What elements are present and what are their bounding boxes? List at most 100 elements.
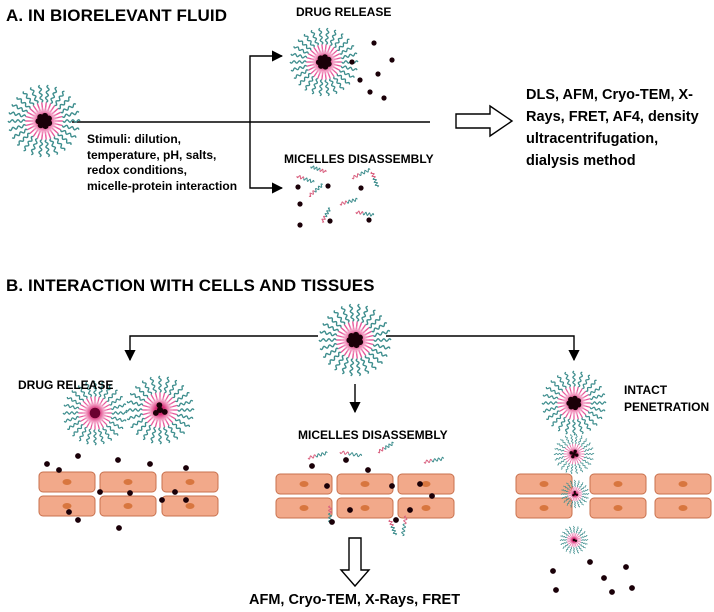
section-a-arrows xyxy=(72,50,430,194)
drug-molecule-icon xyxy=(347,507,353,513)
drug-molecule-icon xyxy=(44,461,50,467)
drug-molecule-icon xyxy=(295,184,301,190)
stimuli-list: Stimuli: dilution, temperature, pH, salt… xyxy=(87,132,237,194)
stimuli-line: Stimuli: dilution, xyxy=(87,132,181,146)
polymer-fragment xyxy=(388,519,398,536)
a-drug-release-label: DRUG RELEASE xyxy=(296,5,392,19)
drug-molecule-icon xyxy=(297,222,303,228)
cell-layer-icon xyxy=(397,473,455,495)
arrow-to-drug-release xyxy=(249,50,284,122)
methods-line: Rays, FRET, AF4, density xyxy=(526,109,699,125)
intact-label-line: PENETRATION xyxy=(624,400,710,414)
cell-layer-icon xyxy=(515,473,573,495)
cell-layer-icon xyxy=(161,471,219,493)
drug-molecule-icon xyxy=(371,40,377,46)
drug-molecule-icon xyxy=(358,185,364,191)
drug-molecule-icon xyxy=(183,497,189,503)
drug-molecule-icon xyxy=(147,461,153,467)
cell-layer-icon xyxy=(99,495,157,517)
cell-layer-icon xyxy=(275,497,333,519)
drug-molecule-icon xyxy=(381,95,387,101)
micelle-icon xyxy=(125,375,195,445)
cell-layer-icon xyxy=(161,495,219,517)
arrow-to-b-penetration xyxy=(386,335,580,362)
drug-molecule-icon xyxy=(309,463,315,469)
drug-molecule-icon xyxy=(325,183,331,189)
cell-layer-icon xyxy=(515,497,573,519)
section-b-arrows xyxy=(124,335,580,414)
drug-molecule-icon xyxy=(115,457,121,463)
arrow-to-b-drug-release xyxy=(124,335,318,362)
drug-molecule-icon xyxy=(366,217,372,223)
methods-line: ultracentrifugation, xyxy=(526,131,659,147)
polymer-fragments xyxy=(296,165,445,537)
drug-molecule-icon xyxy=(56,467,62,473)
micelles xyxy=(7,27,607,555)
drug-molecule-icon xyxy=(159,497,165,503)
cell-layer-icon xyxy=(38,471,96,493)
b-drug-release-label: DRUG RELEASE xyxy=(18,378,114,392)
drug-molecule-icon xyxy=(327,218,333,224)
micelle-icon xyxy=(560,479,590,509)
drug-molecule-icon xyxy=(297,201,303,207)
intact-label-line: INTACT xyxy=(624,383,668,397)
drug-molecule-icon xyxy=(367,89,373,95)
drug-molecule-icon xyxy=(629,585,635,591)
section-b-title: B. INTERACTION WITH CELLS AND TISSUES xyxy=(6,276,375,295)
a-methods-list: DLS, AFM, Cryo-TEM, X- Rays, FRET, AF4, … xyxy=(526,84,699,172)
stimuli-line: micelle-protein interaction xyxy=(87,178,238,193)
polymer-fragment xyxy=(401,515,408,537)
outline-arrow-icon xyxy=(455,104,514,138)
drug-molecule-icon xyxy=(389,483,395,489)
micelle-icon xyxy=(289,27,359,97)
drug-molecule-icon xyxy=(183,465,189,471)
b-micelles-disassembly-label: MICELLES DISASSEMBLY xyxy=(298,428,448,442)
polymer-fragment xyxy=(308,183,324,198)
drug-molecule-icon xyxy=(75,517,81,523)
drug-molecule-icon xyxy=(116,525,122,531)
cell-layer-icon xyxy=(99,471,157,493)
cell-layer-icon xyxy=(589,473,647,495)
arrow-to-disassembly xyxy=(249,122,284,194)
polymer-fragment xyxy=(339,450,363,458)
micelle-icon xyxy=(318,303,392,377)
drug-molecule-icon xyxy=(324,483,330,489)
methods-line: DLS, AFM, Cryo-TEM, X- xyxy=(526,87,694,103)
drug-molecule-icon xyxy=(97,489,103,495)
micelle-icon xyxy=(553,433,595,475)
a-micelles-disassembly-label: MICELLES DISASSEMBLY xyxy=(284,152,434,166)
b-methods-label: AFM, Cryo-TEM, X-Rays, FRET xyxy=(249,592,461,608)
polymer-fragment xyxy=(355,210,375,217)
drug-molecule-icon xyxy=(601,575,607,581)
polymer-fragment xyxy=(423,456,445,464)
methods-line: dialysis method xyxy=(526,153,636,169)
outline-arrow-icon xyxy=(339,537,371,588)
polymer-fragment xyxy=(339,197,358,206)
drug-molecule-icon xyxy=(623,564,629,570)
cell-layers xyxy=(38,471,712,519)
drug-molecule-icon xyxy=(389,57,395,63)
drug-molecule-icon xyxy=(365,467,371,473)
drug-molecule-icon xyxy=(357,77,363,83)
micelle-icon xyxy=(541,370,607,436)
drug-molecule-icon xyxy=(66,509,72,515)
micelle-icon xyxy=(559,525,589,555)
polymer-fragment xyxy=(377,441,394,454)
drug-molecule-icon xyxy=(343,457,349,463)
stimuli-line: redox conditions, xyxy=(87,163,188,177)
polymer-fragment xyxy=(321,207,331,223)
cell-layer-icon xyxy=(654,473,712,495)
drug-molecule-icon xyxy=(417,481,423,487)
cell-layer-icon xyxy=(275,473,333,495)
drug-molecule-icon xyxy=(609,589,615,595)
drug-molecule-icon xyxy=(375,71,381,77)
cell-layer-icon xyxy=(38,495,96,517)
polymer-fragment xyxy=(307,451,328,460)
drug-molecule-icon xyxy=(550,568,556,574)
drug-molecule-icon xyxy=(349,59,355,65)
drug-molecule-icon xyxy=(407,507,413,513)
drug-molecule-icon xyxy=(393,517,399,523)
b-intact-penetration-label: INTACT PENETRATION xyxy=(624,382,709,416)
drug-molecule-icon xyxy=(329,519,335,525)
